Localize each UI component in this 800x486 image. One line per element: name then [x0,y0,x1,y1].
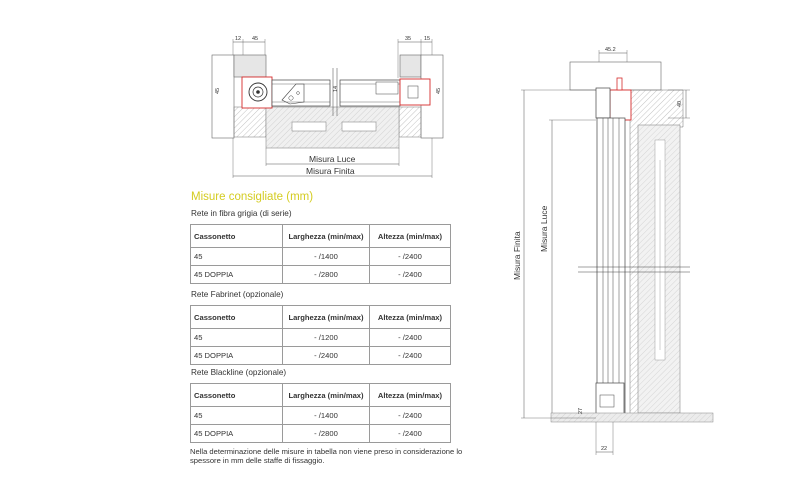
misura-finita-label: Misura Finita [306,166,355,176]
dim-label-35: 35 [405,36,411,42]
dim-label-14: 14 [333,86,339,92]
header-larghezza: Larghezza (min/max) [282,383,370,407]
cell-altezza: - /2400 [369,328,451,347]
cell-larghezza: - /2400 [282,346,370,365]
dim-label-27: 27 [578,408,584,414]
table-row: 45 - /1200 - /2400 [190,328,451,347]
table-row: 45 DOPPIA - /2800 - /2400 [190,424,451,443]
cell-larghezza: - /2800 [282,424,370,443]
header-cassonetto: Cassonetto [190,305,283,329]
footnote: Nella determinazione delle misure in tab… [190,447,463,465]
cell-cassonetto: 45 DOPPIA [190,424,283,443]
side-misura-finita-label: Misura Finita [512,231,522,280]
cell-altezza: - /2400 [369,247,451,266]
side-section-drawing: 45.2 40 Misu [512,47,714,455]
header-altezza: Altezza (min/max) [369,305,451,329]
cell-larghezza: - /1400 [282,247,370,266]
page-title: Misure consigliate (mm) [191,191,314,203]
header-altezza: Altezza (min/max) [369,224,451,248]
table-rete-fibra-grigia: Cassonetto Larghezza (min/max) Altezza (… [190,224,451,284]
dim-label-12: 12 [235,36,241,42]
header-altezza: Altezza (min/max) [369,383,451,407]
cell-cassonetto: 45 [190,406,283,425]
top-plan-drawing: 12 45 35 15 [211,36,444,178]
dim-label-22: 22 [601,446,607,452]
cell-cassonetto: 45 [190,328,283,347]
header-cassonetto: Cassonetto [190,383,283,407]
table-header-row: Cassonetto Larghezza (min/max) Altezza (… [190,224,451,248]
header-larghezza: Larghezza (min/max) [282,305,370,329]
dim-label-right-45: 45 [436,88,442,94]
header-larghezza: Larghezza (min/max) [282,224,370,248]
cell-altezza: - /2400 [369,424,451,443]
cell-cassonetto: 45 DOPPIA [190,346,283,365]
table-rete-fabrinet: Cassonetto Larghezza (min/max) Altezza (… [190,305,451,365]
misura-luce-label: Misura Luce [309,154,356,164]
cell-altezza: - /2400 [369,406,451,425]
table-row: 45 - /1400 - /2400 [190,406,451,425]
table-row: 45 - /1400 - /2400 [190,247,451,266]
table-caption-rete-fabrinet: Rete Fabrinet (opzionale) [191,290,284,299]
dim-label-40: 40 [677,101,683,107]
dim-label-left-45: 45 [215,88,221,94]
cell-cassonetto: 45 DOPPIA [190,265,283,284]
table-row: 45 DOPPIA - /2800 - /2400 [190,265,451,284]
cell-altezza: - /2400 [369,346,451,365]
dim-label-45-2: 45.2 [605,47,616,53]
table-caption-rete-fibra-grigia: Rete in fibra grigia (di serie) [191,209,292,218]
table-row: 45 DOPPIA - /2400 - /2400 [190,346,451,365]
header-cassonetto: Cassonetto [190,224,283,248]
cell-cassonetto: 45 [190,247,283,266]
dim-label-15: 15 [424,36,430,42]
cell-altezza: - /2400 [369,265,451,284]
cell-larghezza: - /1200 [282,328,370,347]
cell-larghezza: - /1400 [282,406,370,425]
table-caption-rete-blackline: Rete Blackline (opzionale) [191,368,287,377]
table-rete-blackline: Cassonetto Larghezza (min/max) Altezza (… [190,383,451,443]
side-misura-luce-label: Misura Luce [539,205,549,252]
table-header-row: Cassonetto Larghezza (min/max) Altezza (… [190,305,451,329]
table-header-row: Cassonetto Larghezza (min/max) Altezza (… [190,383,451,407]
cell-larghezza: - /2800 [282,265,370,284]
dim-label-45: 45 [252,36,258,42]
